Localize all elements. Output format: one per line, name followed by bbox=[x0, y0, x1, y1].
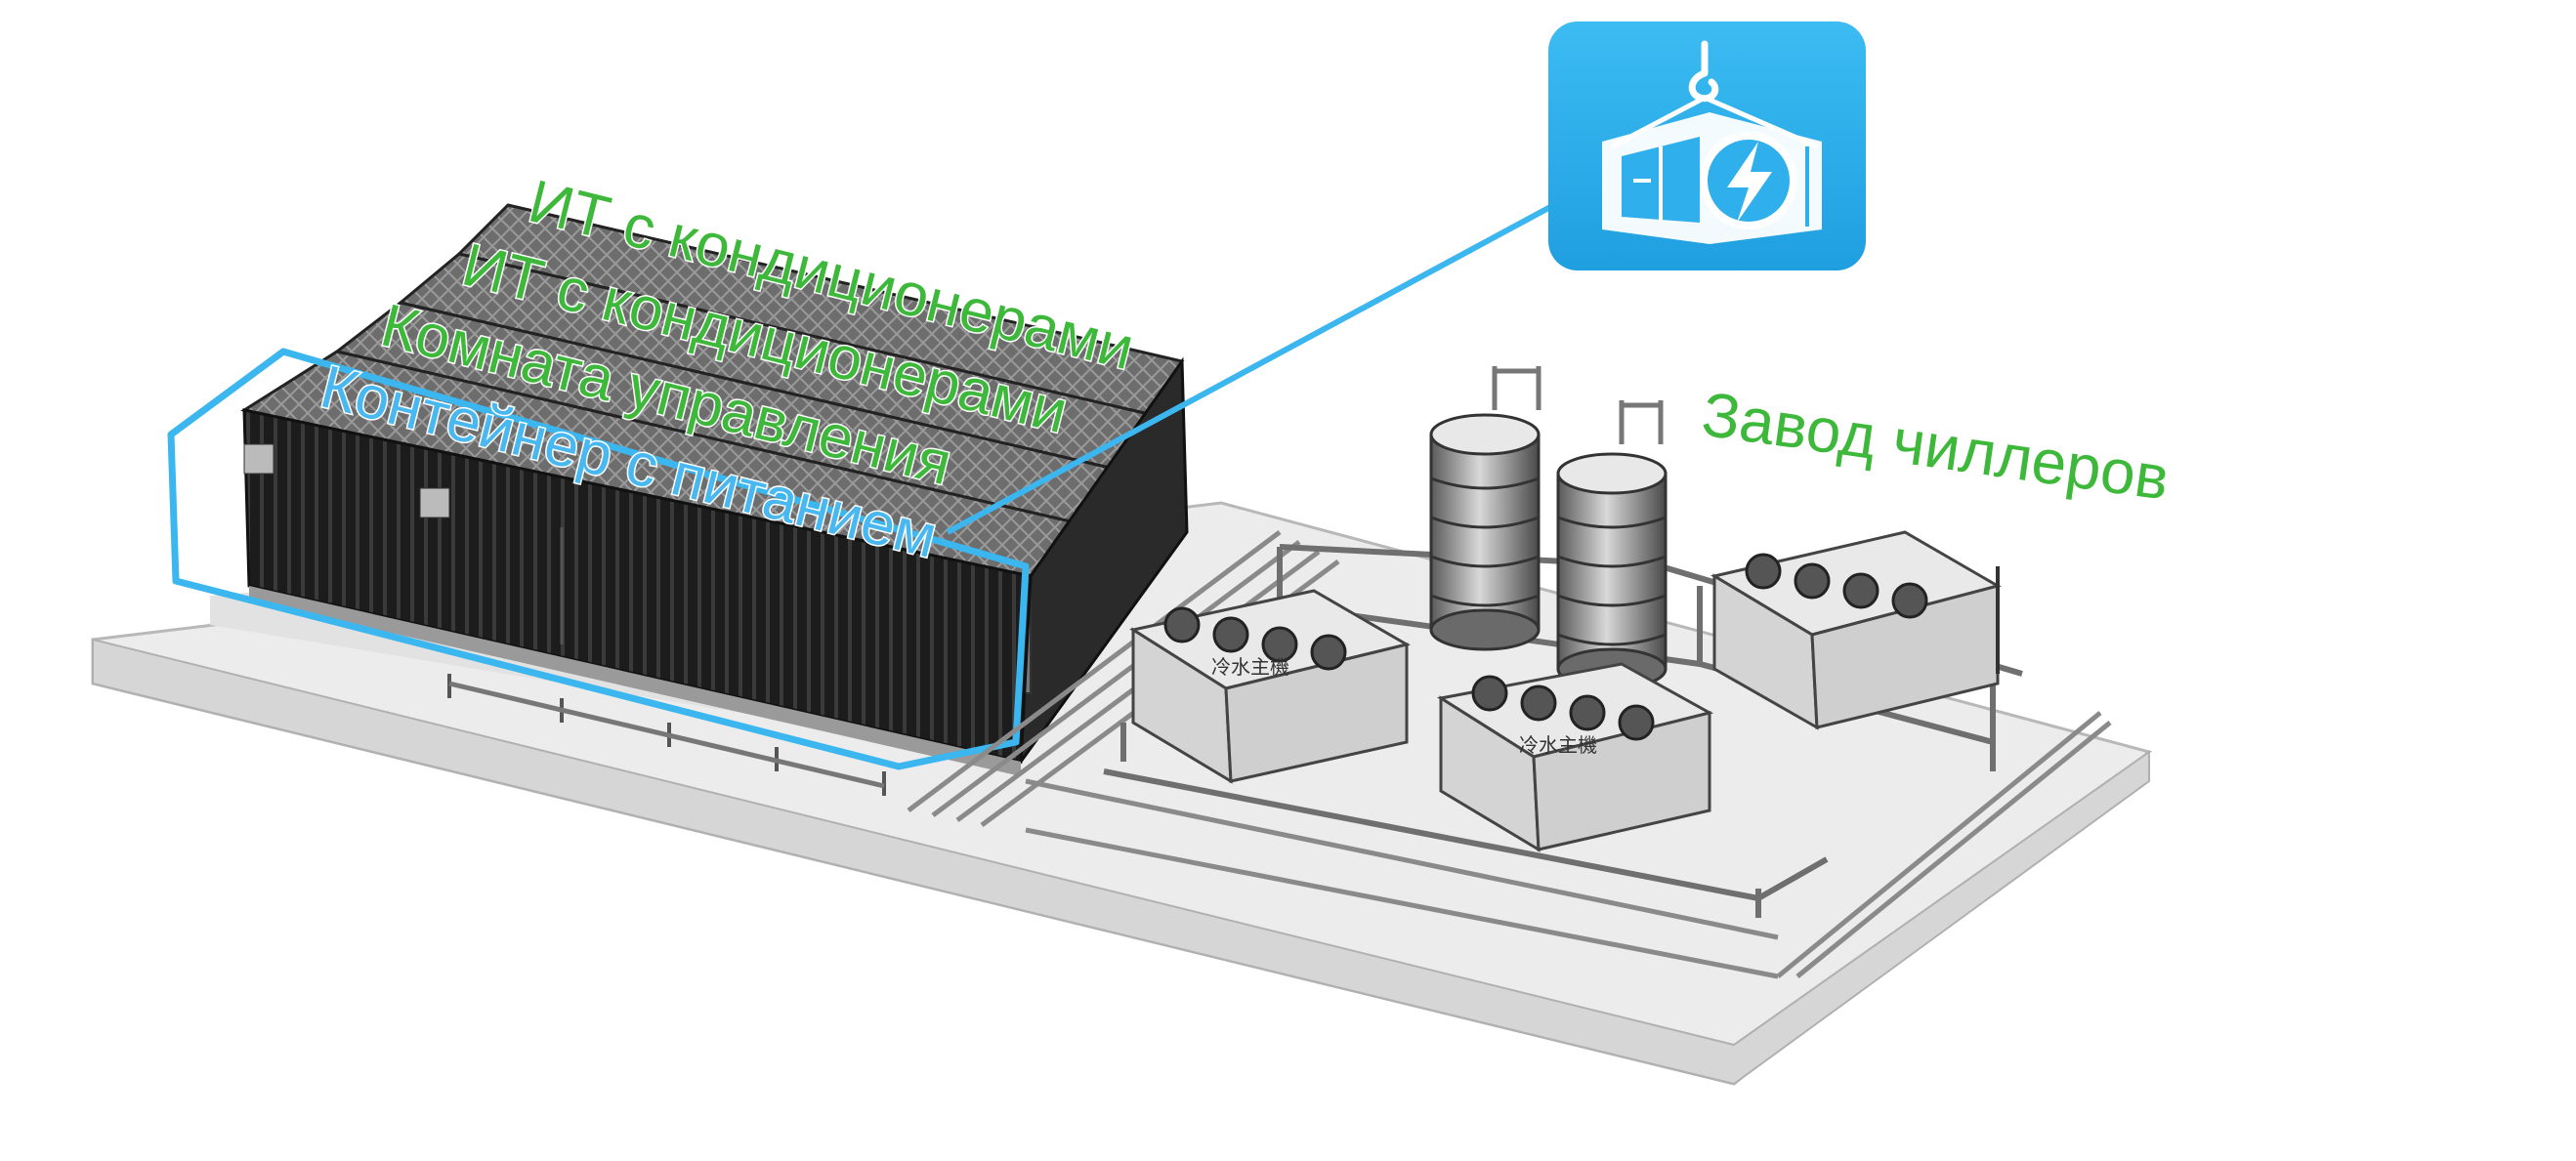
label-chiller-plant: Завод чиллеров bbox=[1698, 379, 2174, 514]
power-container-highlight bbox=[167, 348, 1030, 770]
callout-leader-line bbox=[946, 197, 1565, 535]
chiller-unit-label-2: 冷水主機 bbox=[1519, 733, 1597, 757]
chiller-unit-label: 冷水主機 bbox=[1211, 655, 1289, 679]
water-tank-left bbox=[1429, 366, 1541, 651]
chiller-unit-front-middle: 冷水主機 bbox=[1436, 662, 1714, 852]
container-crane-power-icon bbox=[1548, 21, 1866, 270]
chiller-unit-back-right bbox=[1710, 530, 2002, 730]
chiller-unit-front-left: 冷水主機 bbox=[1129, 589, 1411, 784]
water-tank-right bbox=[1556, 400, 1668, 690]
container-stack bbox=[240, 203, 1189, 796]
